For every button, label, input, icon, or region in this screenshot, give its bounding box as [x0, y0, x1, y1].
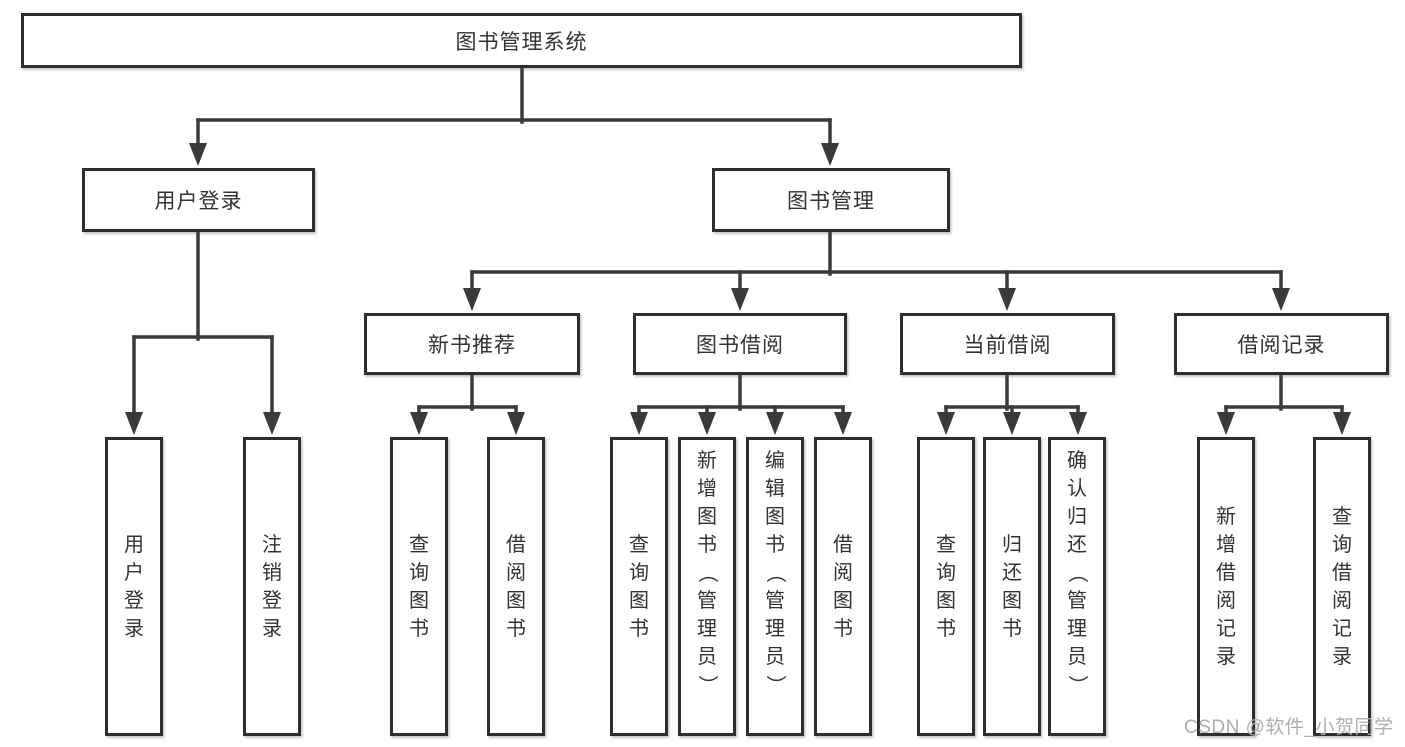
leaf-label: 借阅图书 — [506, 533, 526, 640]
node-current-borrow: 当前借阅 — [900, 313, 1115, 375]
leaf-user-login: 用户登录 — [105, 437, 163, 736]
node-root-system: 图书管理系统 — [21, 13, 1022, 68]
leaf-edit-book-admin: 编辑图书（管理员） — [746, 437, 804, 736]
leaf-logout: 注销登录 — [243, 437, 301, 736]
node-label: 当前借阅 — [963, 334, 1052, 357]
node-label: 图书管理系统 — [455, 30, 588, 54]
leaf-label: 查询图书 — [936, 533, 956, 640]
leaf-label: 归还图书 — [1002, 533, 1022, 640]
node-borrow-records: 借阅记录 — [1174, 313, 1389, 375]
leaf-borrow-books-recommend: 借阅图书 — [487, 437, 545, 736]
leaf-borrow-books: 借阅图书 — [814, 437, 872, 736]
leaf-label: 查询借阅记录 — [1332, 505, 1352, 668]
leaf-label: 用户登录 — [124, 533, 144, 640]
node-label: 新书推荐 — [428, 334, 516, 357]
node-label: 图书管理 — [787, 190, 875, 213]
node-label: 借阅记录 — [1237, 334, 1326, 357]
leaf-label: 注销登录 — [262, 533, 282, 640]
leaf-label: 确认归还（管理员） — [1066, 450, 1088, 695]
leaf-add-borrow-record: 新增借阅记录 — [1197, 437, 1255, 736]
leaf-label: 查询图书 — [409, 533, 429, 640]
node-book-borrow: 图书借阅 — [633, 313, 847, 375]
leaf-query-books-current: 查询图书 — [917, 437, 975, 736]
leaf-label: 新增图书（管理员） — [696, 450, 718, 695]
leaf-query-books-borrow: 查询图书 — [610, 437, 668, 736]
node-user-login: 用户登录 — [82, 168, 315, 232]
leaf-label: 编辑图书（管理员） — [764, 450, 786, 695]
leaf-label: 借阅图书 — [833, 533, 853, 640]
leaf-query-borrow-record: 查询借阅记录 — [1313, 437, 1371, 736]
node-new-book-recommend: 新书推荐 — [364, 313, 580, 375]
leaf-label: 新增借阅记录 — [1216, 505, 1236, 668]
node-label: 用户登录 — [154, 190, 243, 213]
leaf-return-book: 归还图书 — [983, 437, 1041, 736]
node-label: 图书借阅 — [696, 334, 784, 357]
leaf-confirm-return-admin: 确认归还（管理员） — [1048, 437, 1106, 736]
watermark: CSDN @软件_小贺同学 — [1184, 717, 1394, 738]
node-book-management: 图书管理 — [712, 168, 950, 232]
leaf-query-books-recommend: 查询图书 — [390, 437, 448, 736]
leaf-label: 查询图书 — [629, 533, 649, 640]
leaf-add-book-admin: 新增图书（管理员） — [678, 437, 736, 736]
